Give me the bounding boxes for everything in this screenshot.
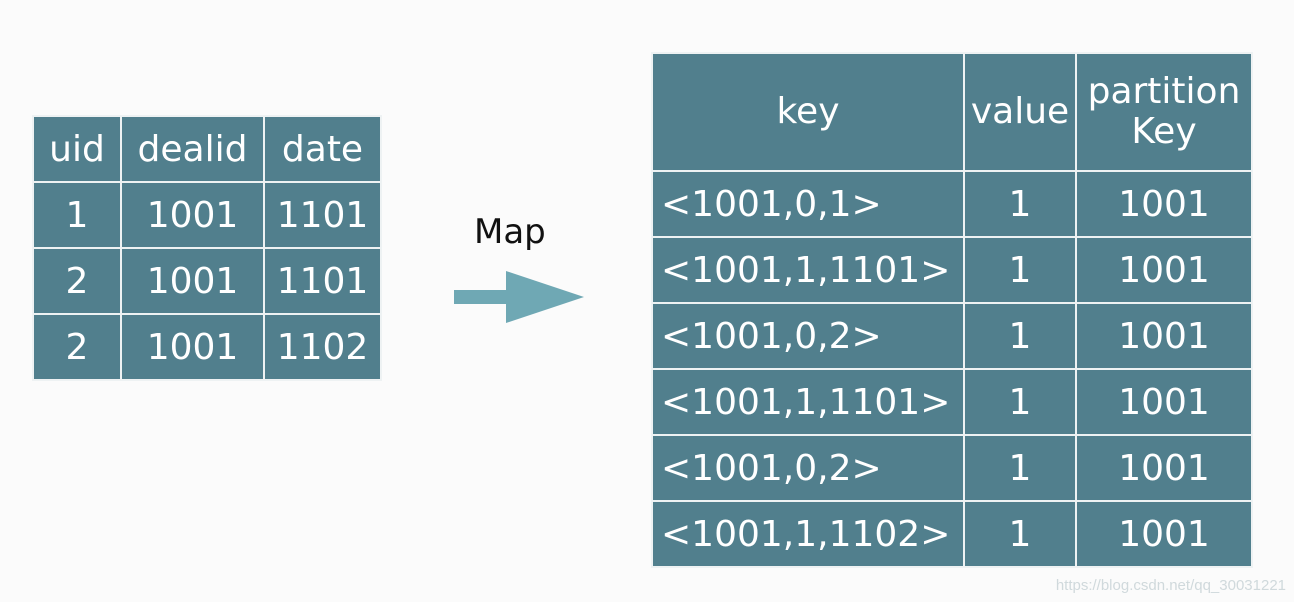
- right-arrow-icon: [454, 271, 584, 323]
- map-output-table: key value partition Key <1001,0,1> 1 100…: [651, 52, 1253, 568]
- output-cell-value: 1: [963, 500, 1077, 568]
- output-row: <1001,0,1> 1 1001: [651, 170, 1253, 238]
- input-records-table: uid dealid date 1 1001 1101 2 1001 1101 …: [32, 115, 382, 381]
- watermark: https://blog.csdn.net/qq_30031221: [1055, 577, 1286, 594]
- output-cell-key: <1001,0,1>: [651, 170, 965, 238]
- output-row: <1001,0,2> 1 1001: [651, 302, 1253, 370]
- input-row: 1 1001 1101: [32, 181, 382, 249]
- input-header-dealid: dealid: [120, 115, 265, 183]
- output-cell-value: 1: [963, 236, 1077, 304]
- output-cell-key: <1001,1,1101>: [651, 368, 965, 436]
- input-cell-date: 1101: [263, 181, 382, 249]
- input-cell-uid: 2: [32, 313, 122, 381]
- output-cell-partition-key: 1001: [1075, 236, 1253, 304]
- output-cell-partition-key: 1001: [1075, 434, 1253, 502]
- output-header-value: value: [963, 52, 1077, 172]
- input-header-row: uid dealid date: [32, 115, 382, 183]
- input-cell-uid: 1: [32, 181, 122, 249]
- output-cell-value: 1: [963, 368, 1077, 436]
- output-header-row: key value partition Key: [651, 52, 1253, 172]
- input-cell-dealid: 1001: [120, 247, 265, 315]
- output-cell-key: <1001,0,2>: [651, 302, 965, 370]
- output-cell-key: <1001,1,1102>: [651, 500, 965, 568]
- output-header-key: key: [651, 52, 965, 172]
- input-cell-uid: 2: [32, 247, 122, 315]
- input-header-uid: uid: [32, 115, 122, 183]
- output-cell-value: 1: [963, 434, 1077, 502]
- output-header-partition-key: partition Key: [1075, 52, 1253, 172]
- output-cell-value: 1: [963, 302, 1077, 370]
- input-cell-date: 1101: [263, 247, 382, 315]
- output-cell-partition-key: 1001: [1075, 368, 1253, 436]
- output-cell-partition-key: 1001: [1075, 302, 1253, 370]
- output-row: <1001,1,1101> 1 1001: [651, 368, 1253, 436]
- output-row: <1001,1,1102> 1 1001: [651, 500, 1253, 568]
- output-cell-partition-key: 1001: [1075, 500, 1253, 568]
- output-cell-partition-key: 1001: [1075, 170, 1253, 238]
- input-row: 2 1001 1102: [32, 313, 382, 381]
- output-cell-key: <1001,0,2>: [651, 434, 965, 502]
- input-cell-date: 1102: [263, 313, 382, 381]
- input-row: 2 1001 1101: [32, 247, 382, 315]
- map-step-label: Map: [474, 212, 546, 252]
- output-cell-value: 1: [963, 170, 1077, 238]
- input-cell-dealid: 1001: [120, 181, 265, 249]
- output-row: <1001,0,2> 1 1001: [651, 434, 1253, 502]
- input-cell-dealid: 1001: [120, 313, 265, 381]
- output-row: <1001,1,1101> 1 1001: [651, 236, 1253, 304]
- input-header-date: date: [263, 115, 382, 183]
- output-cell-key: <1001,1,1101>: [651, 236, 965, 304]
